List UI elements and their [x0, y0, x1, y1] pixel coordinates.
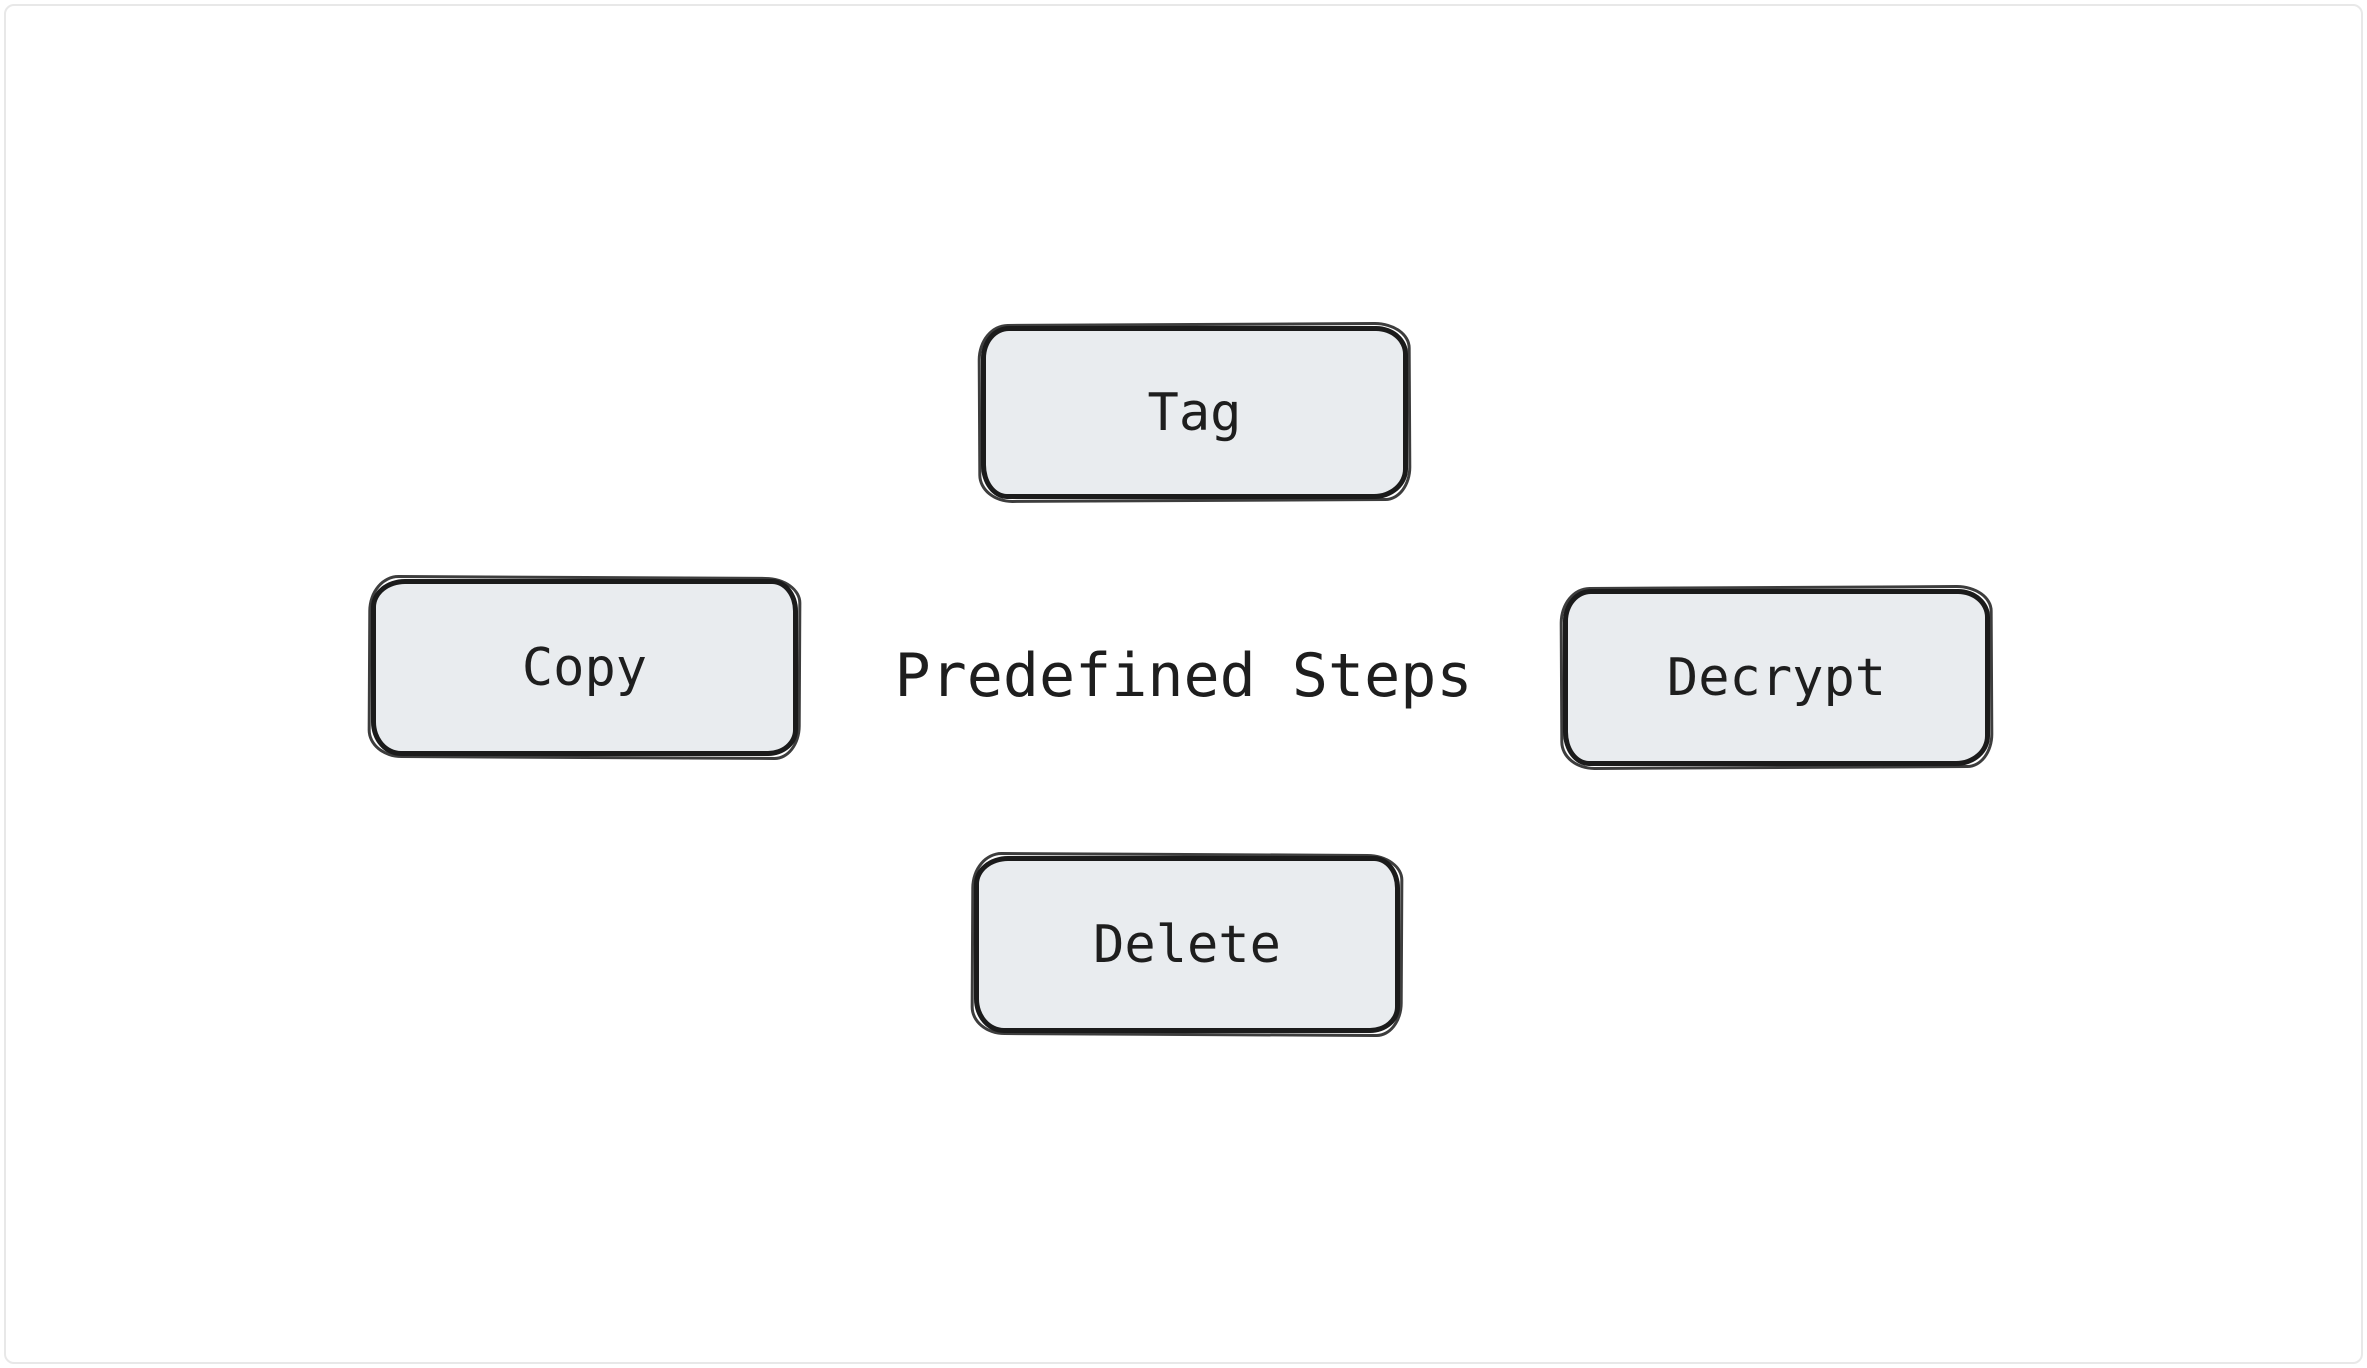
- step-node-label: Decrypt: [1666, 647, 1887, 708]
- page-frame: Predefined Steps Tag Copy Decrypt Delete: [4, 4, 2363, 1364]
- step-node-label: Delete: [1093, 914, 1281, 975]
- step-node-tag[interactable]: Tag: [981, 326, 1408, 499]
- step-node-label: Tag: [1147, 382, 1242, 443]
- canvas: Predefined Steps Tag Copy Decrypt Delete: [6, 6, 2361, 1362]
- diagram-title: Predefined Steps: [894, 641, 1473, 711]
- step-node-decrypt[interactable]: Decrypt: [1563, 589, 1990, 766]
- step-node-label: Copy: [521, 637, 648, 698]
- step-node-delete[interactable]: Delete: [974, 856, 1400, 1033]
- step-node-copy[interactable]: Copy: [371, 579, 798, 756]
